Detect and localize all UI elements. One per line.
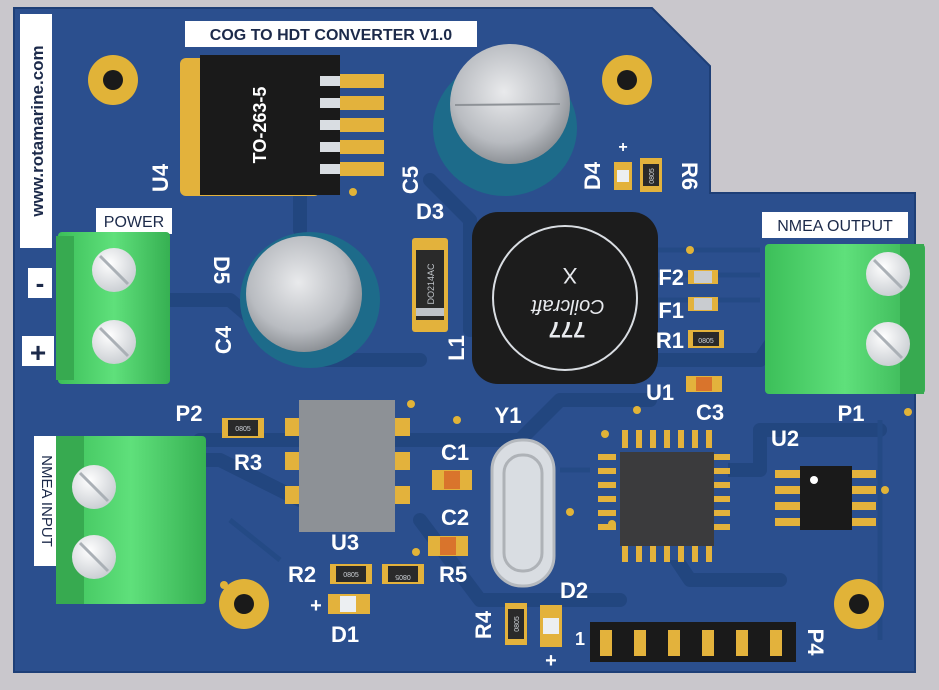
c5-capacitor [433,44,577,196]
d2-plus: + [545,650,557,672]
l1-marking-3: 777 [549,317,586,342]
mounting-hole-tl [88,55,138,105]
d4-led [614,162,632,190]
nmea-output-terminal-block [765,244,925,394]
vias [220,188,912,589]
u1-ref: U1 [646,380,674,405]
r3-resistor [222,418,264,438]
p4-pin-header [590,622,796,662]
r4-size: 0805 [514,616,521,632]
f2-ref: F2 [658,265,684,290]
board-title: COG TO HDT CONVERTER V1.0 [210,27,453,44]
nmea-output-label-box [762,212,908,238]
u4-regulator [180,55,384,196]
p4-ref: P4 [803,629,828,657]
d1-ref: D1 [331,622,359,647]
c4-ref: C4 [211,325,236,354]
d5-ref: D5 [209,256,234,284]
l1-marking-2: Coilcraft [530,295,605,317]
f2-fuse [688,270,718,284]
power-plus-box [22,336,54,366]
mounting-hole-tr [602,55,652,105]
r6-ref: R6 [677,162,702,190]
title-label-box [185,21,477,47]
u4-package-label: TO-263-5 [250,87,270,164]
d4-ref: D4 [580,161,605,190]
nmea-output-label: NMEA OUTPUT [777,218,893,235]
l1-inductor [472,212,658,384]
l1-ref: L1 [444,335,469,361]
power-plus: + [30,337,46,368]
p4-pin1: 1 [575,629,585,649]
r2-resistor [330,564,372,584]
r5-resistor [382,564,424,584]
r1-size: 0805 [698,338,714,345]
d3-ref: D3 [416,199,444,224]
d4-plus: + [618,139,627,156]
r4-resistor [505,603,527,645]
d2-led [540,605,562,647]
nmea-input-label-box [34,436,60,566]
r4-ref: R4 [471,610,496,639]
r5-size: 0805 [395,573,411,580]
c3-ref: C3 [696,400,724,425]
p2-ref: P2 [176,401,203,426]
p1-ref: P1 [838,401,865,426]
y1-ref: Y1 [495,403,522,428]
r2-ref: R2 [288,562,316,587]
f1-ref: F1 [658,298,684,323]
u2-ic [775,466,876,530]
nmea-input-terminal-block [56,436,206,604]
r6-resistor [640,158,662,192]
u2-ref: U2 [771,426,799,451]
d3-marking: DO214AC [426,263,436,305]
u1-microcontroller [598,430,730,562]
r6-size: 0805 [649,168,656,184]
website-label-box [20,14,52,248]
c4-capacitor [240,232,380,368]
d2-ref: D2 [560,578,588,603]
c2-ref: C2 [441,505,469,530]
power-label: POWER [104,214,164,231]
d1-plus: + [310,595,322,617]
power-terminal-block [56,232,170,384]
y1-crystal [490,438,556,588]
c3-capacitor [686,376,722,392]
c1-ref: C1 [441,440,469,465]
power-minus: - [36,268,45,298]
u3-ic [285,400,410,532]
mounting-hole-bl [219,579,269,629]
r1-resistor [688,330,724,348]
r3-size: 0805 [235,426,251,433]
u4-ref: U4 [148,163,173,192]
nmea-input-label: NMEA INPUT [38,455,55,547]
mounting-hole-br [834,579,884,629]
power-label-box [96,208,172,234]
power-minus-box [28,268,52,298]
d3-diode [412,238,448,332]
l1-marking-1: X [562,263,577,288]
f1-fuse [688,297,718,311]
c1-capacitor [432,470,472,490]
r1-ref: R1 [656,328,684,353]
c5-ref: C5 [398,166,423,194]
u3-ref: U3 [331,530,359,555]
website-label: www.rotamarine.com [28,45,47,217]
d1-led [328,594,370,614]
r2-size: 0805 [343,572,359,579]
c2-capacitor [428,536,468,556]
r5-ref: R5 [439,562,467,587]
r3-ref: R3 [234,450,262,475]
